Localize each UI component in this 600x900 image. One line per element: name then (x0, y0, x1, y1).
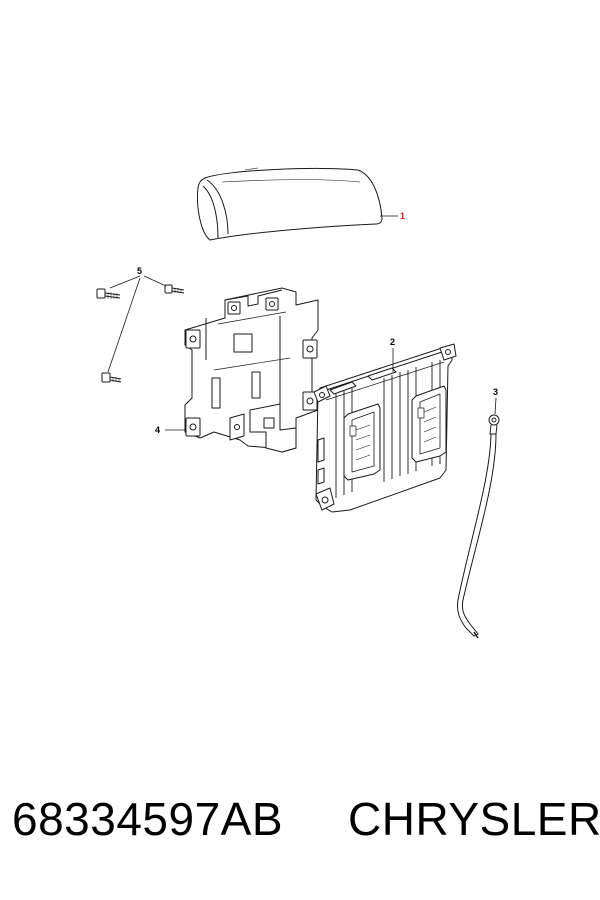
part-number: 68334597AB (12, 793, 284, 845)
callout-cover: 1 (380, 211, 405, 221)
callout-label-bolts: 5 (137, 266, 142, 276)
callout-module: 2 (390, 337, 395, 372)
exploded-parts-diagram: 1 5 (96, 167, 500, 639)
brand-name: CHRYSLER (348, 793, 600, 845)
bolt-2 (164, 284, 185, 294)
bolt-parts (96, 284, 185, 383)
bracket-part (184, 287, 319, 453)
callout-bracket: 4 (155, 425, 186, 435)
callout-label-bracket: 4 (155, 425, 160, 435)
cable-part (457, 414, 500, 639)
cover-part (197, 167, 383, 241)
module-connector-1 (343, 403, 381, 481)
bolt-3 (101, 372, 122, 383)
callout-label-module: 2 (390, 337, 395, 347)
module-part (313, 343, 457, 513)
callout-bolts (107, 275, 167, 373)
module-connector-2 (411, 385, 447, 463)
callout-cable: 3 (493, 387, 498, 415)
footer: 68334597AB CHRYSLER (0, 792, 600, 872)
callout-label-cable: 3 (493, 387, 498, 397)
callout-label-cover: 1 (400, 211, 405, 221)
bolt-1 (96, 288, 121, 299)
